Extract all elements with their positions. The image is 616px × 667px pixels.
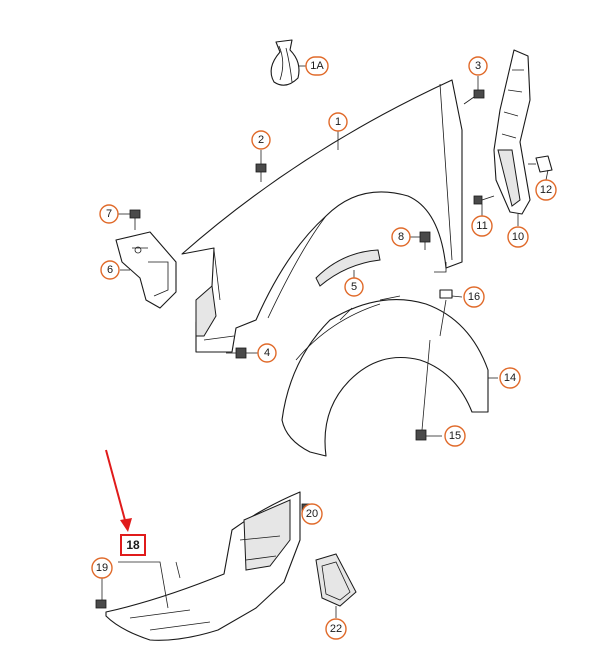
svg-text:20: 20 (306, 508, 318, 520)
part-8-bolt (419, 231, 431, 250)
svg-text:3: 3 (475, 60, 481, 72)
part-19-clip (95, 599, 107, 609)
callout-2[interactable]: 2 (251, 130, 271, 150)
svg-text:1A: 1A (310, 60, 324, 72)
part-7-bolt (129, 209, 141, 230)
callout-5[interactable]: 5 (344, 277, 364, 297)
callout-16[interactable]: 16 (463, 286, 485, 308)
callout-1[interactable]: 1 (328, 112, 348, 132)
part-1a-cap (270, 39, 300, 86)
svg-text:16: 16 (468, 291, 480, 303)
callout-1a[interactable]: 1A (305, 56, 329, 76)
part-2-bolt (255, 163, 267, 182)
callout-11[interactable]: 11 (471, 215, 493, 237)
callout-15[interactable]: 15 (444, 425, 466, 447)
highlight-arrow (105, 449, 132, 532)
svg-text:12: 12 (540, 184, 552, 196)
callout-12[interactable]: 12 (535, 179, 557, 201)
part-12-clip (528, 155, 553, 173)
part-14-wheel-liner (281, 295, 489, 457)
part-1-fender (181, 79, 463, 353)
callout-3[interactable]: 3 (468, 56, 488, 76)
svg-text:19: 19 (96, 562, 108, 574)
svg-text:10: 10 (512, 231, 524, 243)
callout-14[interactable]: 14 (499, 367, 521, 389)
svg-text:7: 7 (106, 208, 112, 220)
part-15-bolt (415, 429, 427, 441)
callout-19[interactable]: 19 (91, 557, 113, 579)
callout-20[interactable]: 20 (301, 503, 323, 525)
callout-8[interactable]: 8 (391, 227, 411, 247)
callout-7[interactable]: 7 (99, 204, 119, 224)
svg-text:5: 5 (351, 281, 357, 293)
svg-text:15: 15 (449, 430, 461, 442)
svg-text:8: 8 (398, 231, 404, 243)
svg-text:22: 22 (330, 623, 342, 635)
svg-text:11: 11 (476, 220, 487, 232)
svg-text:2: 2 (258, 134, 264, 146)
svg-text:18: 18 (126, 538, 140, 552)
svg-text:14: 14 (504, 372, 516, 384)
part-5-trim-strip (315, 249, 381, 287)
part-11-bolt (473, 195, 495, 205)
part-22-cover-plate (315, 553, 357, 607)
callout-22[interactable]: 22 (325, 618, 347, 640)
part-16-clip (439, 289, 453, 299)
svg-text:6: 6 (107, 264, 113, 276)
part-6-bracket (115, 231, 177, 309)
part-10-bracket (493, 49, 531, 215)
callout-10[interactable]: 10 (507, 226, 529, 248)
callout-18-highlighted[interactable]: 18 (120, 534, 146, 556)
svg-text:1: 1 (335, 116, 341, 128)
part-3-bolt (463, 89, 485, 105)
callout-4[interactable]: 4 (257, 343, 277, 363)
part-18-lower-liner (105, 491, 301, 641)
svg-text:4: 4 (264, 347, 270, 359)
callout-6[interactable]: 6 (100, 260, 120, 280)
